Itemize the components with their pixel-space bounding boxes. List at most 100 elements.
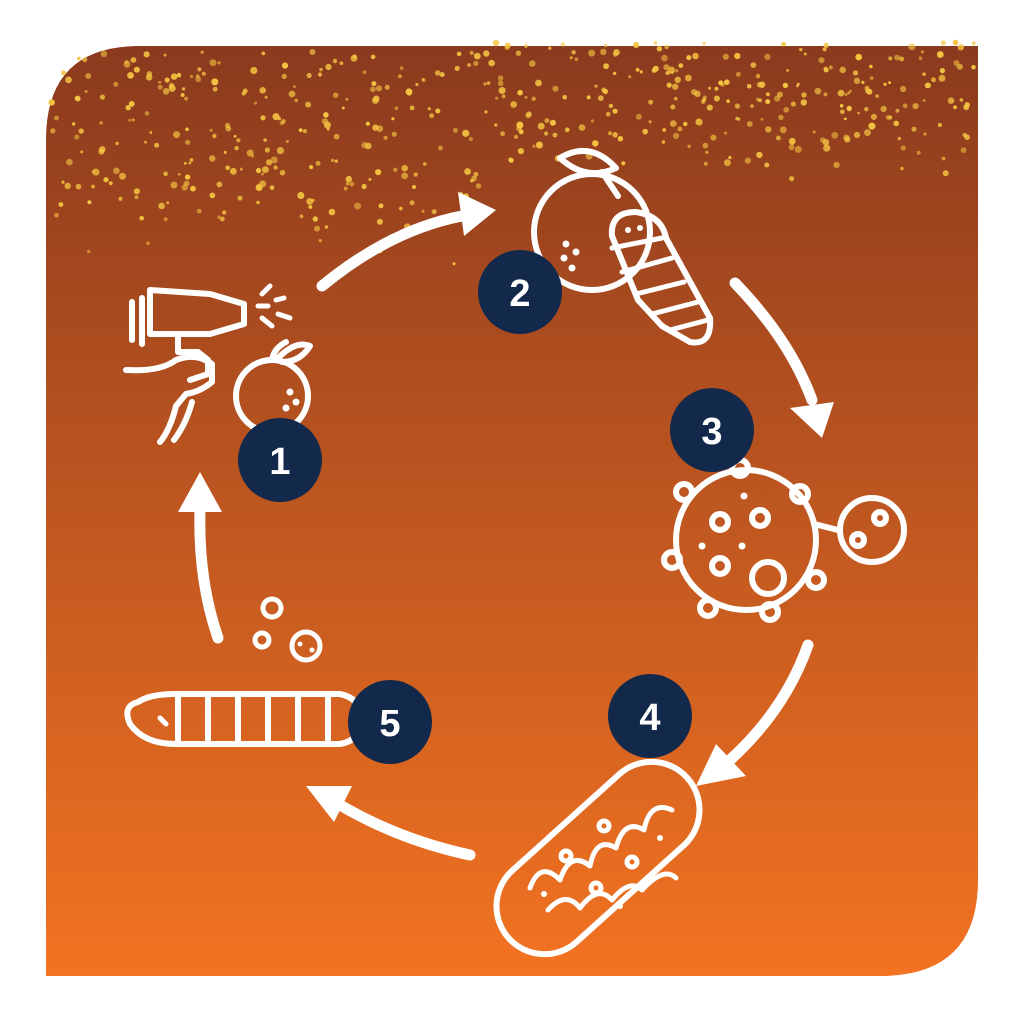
spray-particle xyxy=(288,90,296,98)
spray-particle xyxy=(607,131,613,136)
spray-particle xyxy=(163,171,168,177)
spray-particle xyxy=(189,158,194,162)
spray-particle xyxy=(833,161,840,169)
spray-particle xyxy=(515,50,522,56)
spray-particle xyxy=(61,70,66,76)
spray-particle xyxy=(61,180,65,184)
orange-larva-icon xyxy=(531,148,714,346)
spray-particle xyxy=(399,206,403,211)
spray-particle xyxy=(922,99,926,102)
spray-particle xyxy=(163,217,168,222)
spray-particle xyxy=(65,76,72,84)
spray-particle xyxy=(812,130,816,134)
spray-particle xyxy=(894,54,900,61)
spray-particle xyxy=(415,82,419,87)
spray-particle xyxy=(893,120,899,127)
spray-particle xyxy=(604,43,608,48)
spray-particle xyxy=(692,52,699,60)
spray-particle xyxy=(314,225,320,232)
spray-particle xyxy=(900,145,906,151)
arrow-head-5-to-1 xyxy=(178,472,222,512)
spray-particle xyxy=(720,82,725,87)
spray-particle xyxy=(510,101,518,108)
spray-particle xyxy=(601,87,607,93)
spray-particle xyxy=(195,74,200,78)
spray-particle xyxy=(195,76,202,83)
spray-particle xyxy=(299,214,304,218)
spray-particle xyxy=(118,196,123,201)
spray-particle xyxy=(639,70,643,74)
spray-particle xyxy=(345,175,352,183)
spray-particle xyxy=(924,82,930,89)
spray-particle xyxy=(822,139,830,146)
spray-particle xyxy=(250,66,258,75)
spray-particle xyxy=(66,158,73,166)
spray-particle xyxy=(412,185,416,189)
spray-particle xyxy=(592,140,599,147)
spray-particle xyxy=(170,73,178,80)
spray-particle xyxy=(514,134,518,139)
spray-particle xyxy=(964,102,970,108)
spray-particle xyxy=(254,101,257,105)
spray-particle xyxy=(855,53,862,61)
spray-particle xyxy=(864,85,870,91)
spray-particle xyxy=(900,166,904,171)
spray-particle xyxy=(343,186,348,191)
spray-particle xyxy=(823,66,828,71)
spray-particle xyxy=(190,185,196,192)
spray-particle xyxy=(922,72,926,76)
spray-particle xyxy=(431,209,437,215)
spray-particle xyxy=(916,150,921,155)
spray-particle xyxy=(724,79,730,85)
spray-particle xyxy=(184,174,191,180)
spray-particle xyxy=(852,70,859,76)
spray-particle xyxy=(413,172,418,177)
spray-particle xyxy=(328,208,336,216)
spray-particle xyxy=(108,181,113,186)
spray-particle xyxy=(831,131,839,139)
spray-particle xyxy=(230,167,237,175)
spray-particle xyxy=(823,92,828,97)
spray-particle xyxy=(590,119,595,123)
spray-particle xyxy=(427,107,431,111)
spray-particle xyxy=(710,134,717,141)
spray-particle xyxy=(256,200,260,205)
spray-particle xyxy=(349,181,355,187)
step-number-5: 5 xyxy=(379,703,400,745)
spray-particle xyxy=(846,105,852,112)
mitochondrion-icon xyxy=(493,758,703,958)
spray-particle xyxy=(703,161,708,166)
spray-particle xyxy=(435,108,441,114)
spray-particle xyxy=(776,91,783,98)
spray-particle xyxy=(399,66,404,70)
spray-particle xyxy=(708,86,711,90)
spray-particle xyxy=(279,169,286,176)
spray-particle xyxy=(306,198,314,205)
spray-particle xyxy=(183,180,190,187)
spray-particle xyxy=(789,176,795,182)
spray-particle xyxy=(552,85,559,92)
spray-particle xyxy=(839,104,844,108)
spray-particle xyxy=(895,108,900,113)
spray-particle xyxy=(188,161,192,165)
spray-particle xyxy=(54,115,59,121)
spray-particle xyxy=(594,84,598,88)
spray-particle xyxy=(663,64,670,71)
spray-particle xyxy=(971,41,976,46)
spray-particle xyxy=(750,104,754,108)
spray-particle xyxy=(756,151,763,159)
spray-particle xyxy=(423,162,427,166)
spray-particle xyxy=(129,74,134,79)
spray-particle xyxy=(71,122,76,126)
spray-particle xyxy=(168,82,175,89)
spray-particle xyxy=(467,63,471,67)
spray-particle xyxy=(779,126,787,134)
spray-particle xyxy=(613,48,620,56)
spray-particle xyxy=(383,135,388,140)
spray-particle xyxy=(734,52,741,60)
spray-particle xyxy=(146,71,153,77)
spray-particle xyxy=(119,172,126,180)
spray-particle xyxy=(744,157,752,164)
spray-particle xyxy=(600,48,607,56)
spray-particle xyxy=(99,146,106,153)
